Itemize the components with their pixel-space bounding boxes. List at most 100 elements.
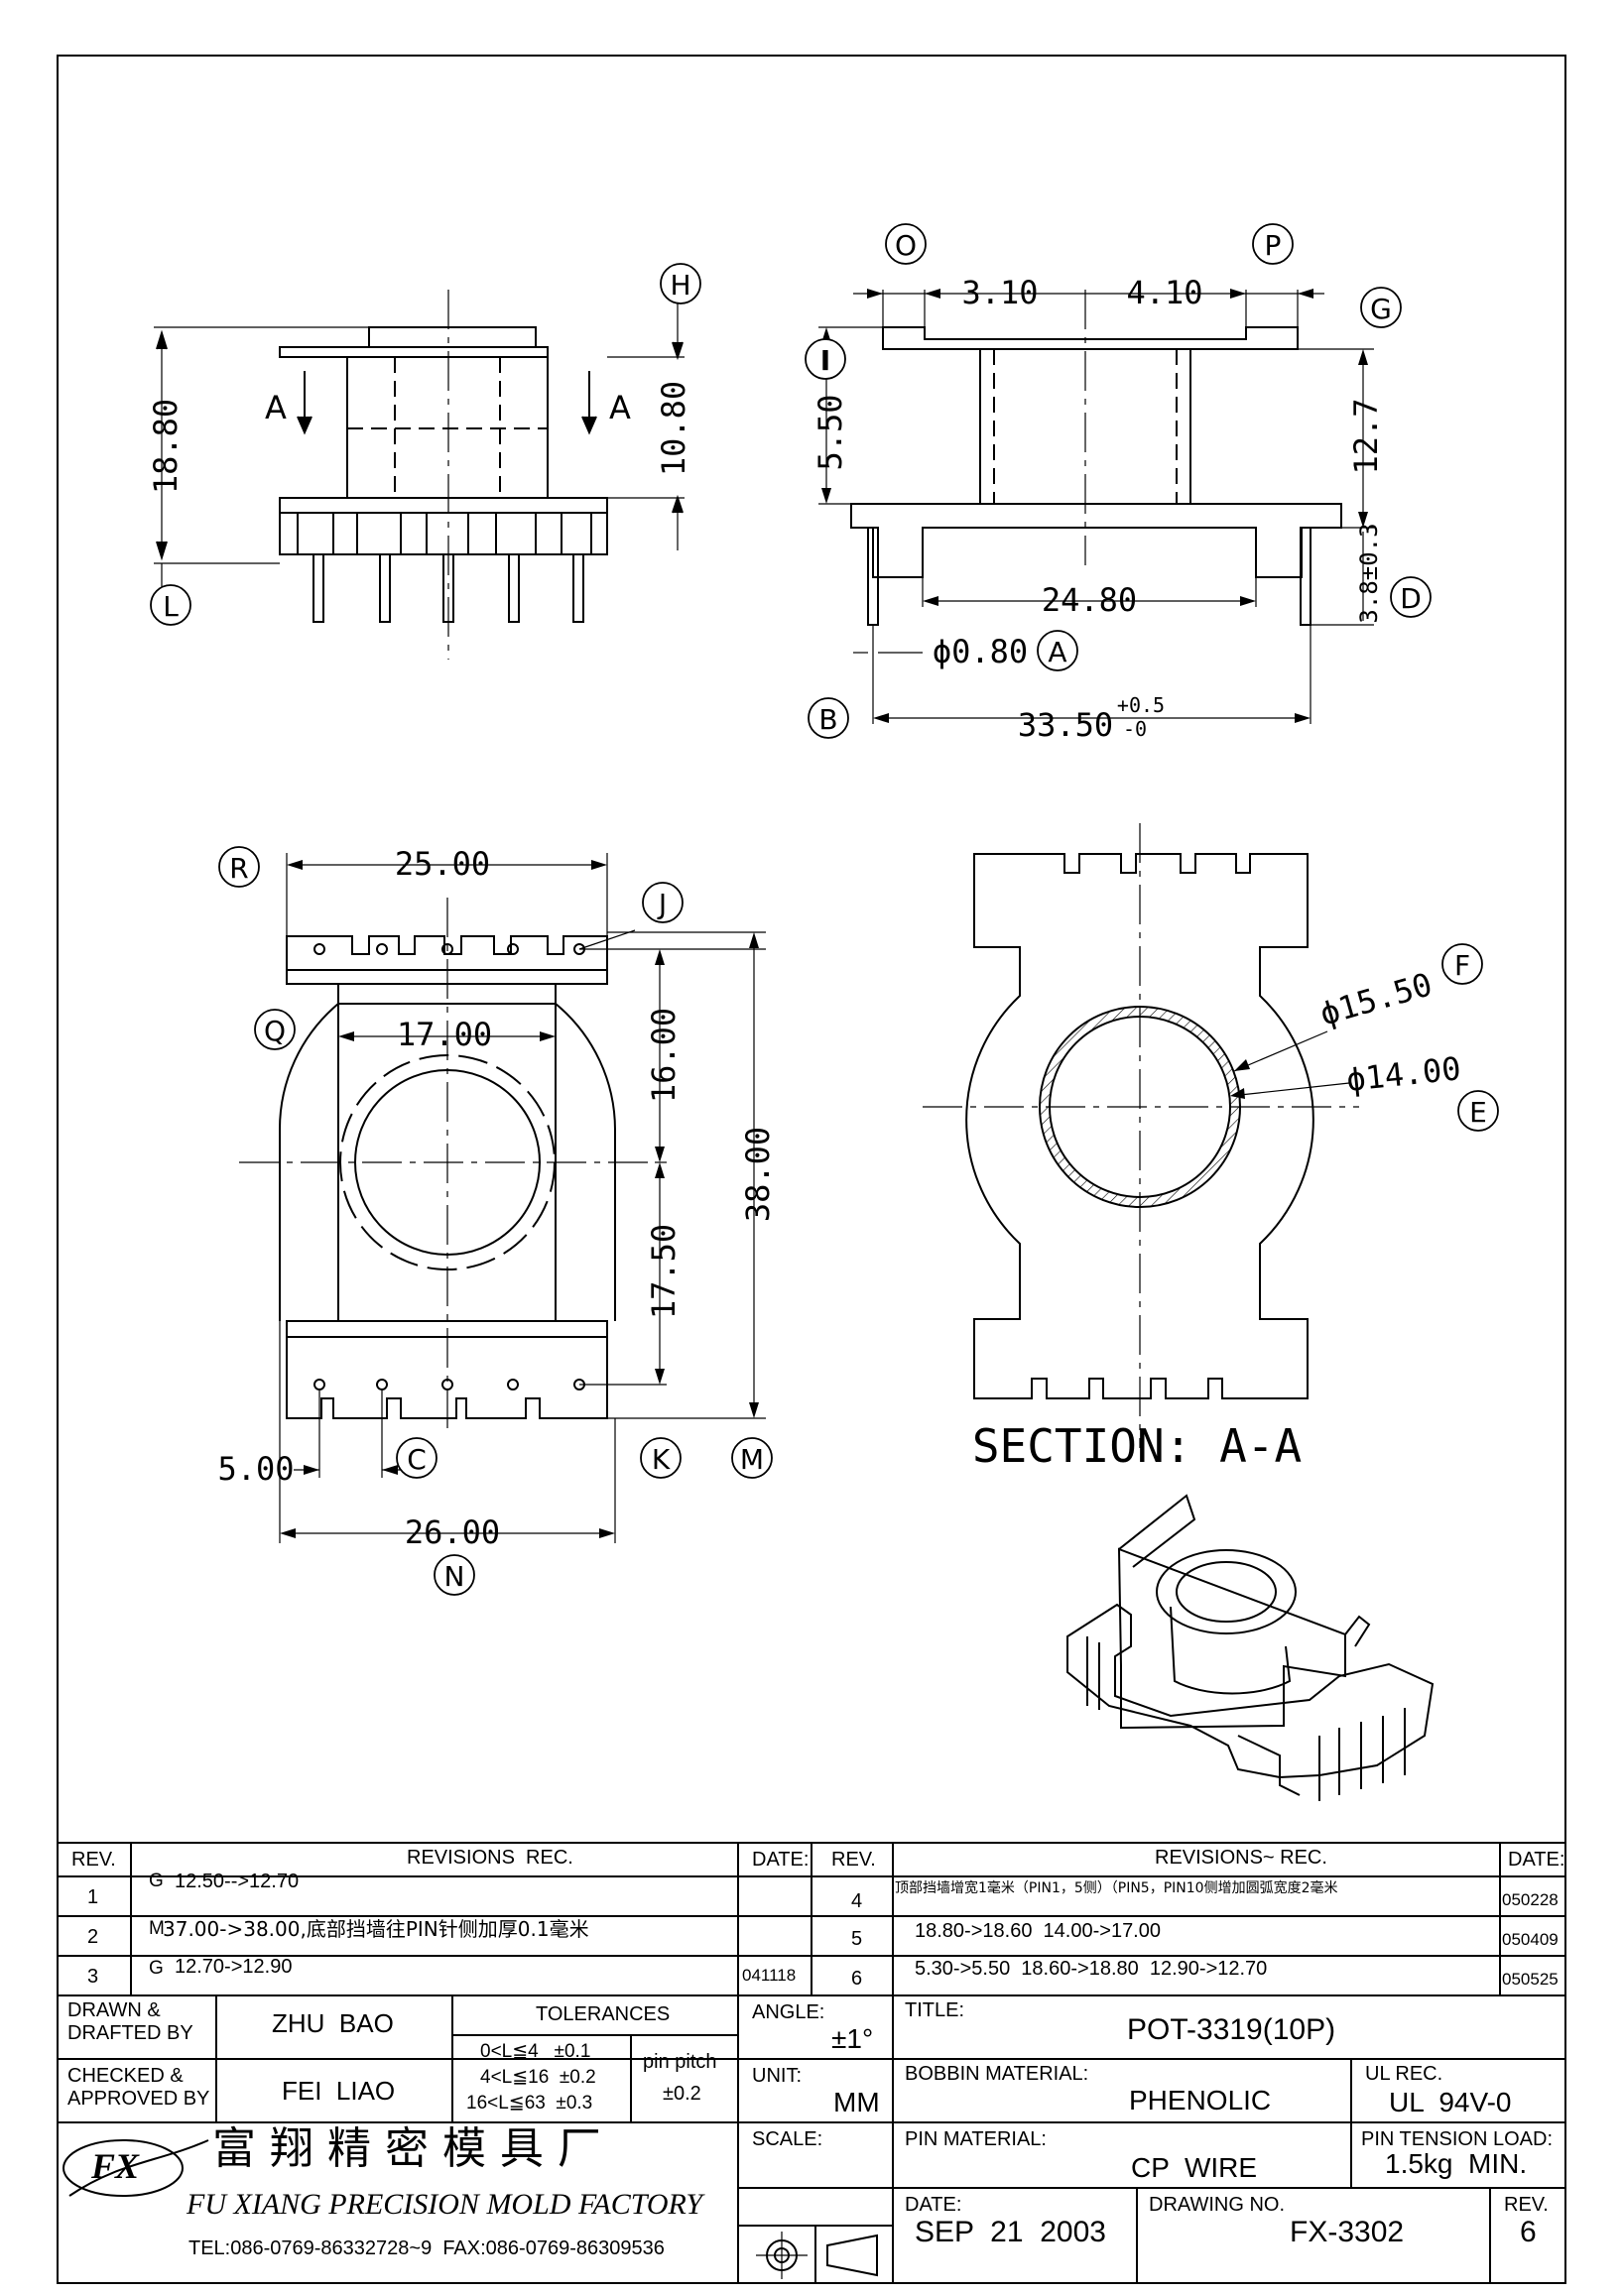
marker-g: G [1370, 293, 1392, 325]
angle-value: ±1° [831, 2023, 874, 2054]
title-block-lines [58, 1842, 1565, 2283]
dim-side-pin-dia: ϕ0.80 [933, 633, 1028, 670]
rev-header: REV. [71, 1849, 116, 1871]
bobbin-material-value: PHENOLIC [1129, 2085, 1272, 2115]
rec-header: REVISIONS REC. [407, 1847, 573, 1869]
rev-row-4-text: 顶部挡墙增宽1毫米（PIN1，5侧）（PIN5，PIN10侧增加圆弧宽度2毫米 [895, 1880, 1338, 1896]
marker-r: R [229, 852, 248, 885]
rev-label: REV. [1504, 2194, 1549, 2216]
rev-value: 6 [1520, 2216, 1537, 2248]
drawing-frame [57, 55, 1566, 2284]
front-view [154, 290, 685, 660]
title-label: TITLE: [905, 1999, 965, 2021]
angle-label: ANGLE: [752, 2001, 825, 2023]
top-view [239, 853, 766, 1543]
rev-row-6-text: 5.30->5.50 18.60->18.80 12.90->12.70 [915, 1958, 1268, 1980]
company-name-cn: 富 翔 精 密 模 具 厂 [212, 2123, 601, 2174]
dim-side-width-tol-minus: -0 [1123, 717, 1147, 741]
marker-c: C [407, 1443, 427, 1476]
drawing-no-value: FX-3302 [1290, 2216, 1405, 2248]
rev-row-4-date: 050228 [1502, 1890, 1559, 1909]
drawn-by: ZHU BAO [272, 2008, 394, 2038]
section-arrows [1230, 1059, 1250, 1099]
side-view [818, 290, 1374, 724]
rev-row-1-mark: G [149, 1871, 164, 1891]
checked-label: CHECKED & APPROVED BY [67, 2065, 210, 2110]
dim-side-height: 12.7 [1347, 398, 1385, 474]
dim-front-height: 18.80 [147, 399, 185, 494]
dim-front-inner: 10.80 [655, 381, 692, 476]
ul-rec-value: UL 94V-0 [1389, 2087, 1512, 2117]
rev-row-1-text: 12.50-->12.70 [175, 1871, 300, 1892]
marker-o: O [895, 229, 917, 262]
rev-row-6-number: 6 [851, 1968, 863, 1990]
date-value: SEP 21 2003 [915, 2216, 1106, 2248]
section-view [923, 823, 1359, 1448]
dim-top-upper: 16.00 [645, 1008, 683, 1103]
rev-row-3-mark: G [149, 1958, 164, 1979]
section-marker-right: A [609, 389, 631, 426]
rev-row-5-text: 18.80->18.60 14.00->17.00 [915, 1920, 1161, 1942]
dim-side-right: 4.10 [1126, 274, 1202, 311]
pin-tension-label: PIN TENSION LOAD: [1361, 2128, 1554, 2150]
title-value: POT-3319(10P) [1127, 2013, 1336, 2046]
marker-q: Q [264, 1015, 286, 1047]
dim-side-width-tol-plus: +0.5 [1117, 693, 1165, 717]
dim-top-pitch: 5.00 [217, 1450, 294, 1488]
rev-row-5-date: 050409 [1502, 1930, 1559, 1949]
rev-row-3-date: 041118 [742, 1966, 797, 1985]
date-label: DATE: [905, 2194, 962, 2216]
pin-material-value: CP WIRE [1131, 2152, 1258, 2183]
rev-row-6-date: 050525 [1502, 1970, 1559, 1989]
pin-pitch-tolerance: ±0.2 [663, 2083, 701, 2105]
company-name-en: FU XIANG PRECISION MOLD FACTORY [187, 2188, 703, 2221]
marker-e: E [1469, 1096, 1487, 1129]
logo-text: FX [91, 2146, 140, 2186]
marker-a: A [1048, 636, 1066, 668]
dim-side-width: 33.50 [1018, 706, 1113, 744]
dim-top-bottom: 26.00 [405, 1513, 500, 1551]
pin-pitch-label: pin pitch [643, 2051, 717, 2073]
marker-f: F [1454, 949, 1470, 982]
tolerance-row-2: 4<L≦16 ±0.2 [480, 2067, 596, 2088]
dim-side-flange: 5.50 [812, 394, 849, 470]
dim-side-left: 3.10 [961, 274, 1038, 311]
rev-row-2-text: 37.00->38.00,底部挡墙往PIN针侧加厚0.1毫米 [163, 1917, 589, 1941]
rev-row-3-number: 3 [87, 1966, 99, 1988]
scale-label: SCALE: [752, 2128, 823, 2150]
dim-top-total: 38.00 [739, 1127, 777, 1222]
drawing-no-label: DRAWING NO. [1149, 2194, 1286, 2216]
marker-h: H [670, 269, 690, 302]
marker-k: K [652, 1443, 671, 1476]
checked-by: FEI LIAO [282, 2076, 396, 2106]
marker-n: N [444, 1560, 465, 1593]
marker-p: P [1265, 229, 1282, 262]
bobbin-material-label: BOBBIN MATERIAL: [905, 2063, 1089, 2085]
dim-top-lower: 17.50 [645, 1224, 683, 1319]
dim-top-window: 17.00 [397, 1016, 492, 1053]
rev-row-4-number: 4 [851, 1890, 863, 1912]
date-header: DATE: [752, 1849, 810, 1871]
pin-tension-value: 1.5kg MIN. [1385, 2148, 1528, 2179]
date2-header: DATE: [1508, 1849, 1565, 1871]
isometric-view [1066, 1494, 1435, 1801]
pin-material-label: PIN MATERIAL: [905, 2128, 1047, 2150]
dim-top-width: 25.00 [395, 845, 490, 883]
dim-side-core: 24.80 [1042, 581, 1137, 619]
marker-l: L [163, 590, 179, 623]
top-view-arrows [280, 860, 759, 1538]
rev-row-1-number: 1 [87, 1886, 99, 1908]
section-marker-left: A [265, 389, 287, 426]
unit-value: MM [833, 2087, 880, 2117]
marker-i: I [820, 344, 830, 377]
ul-rec-label: UL REC. [1365, 2063, 1443, 2085]
dim-side-pin: 3.8±0.3 [1355, 523, 1383, 623]
rev-row-2-mark: M [149, 1918, 165, 1939]
marker-m: M [740, 1443, 764, 1476]
marker-j: J [657, 888, 667, 920]
rec2-header: REVISIONS~ REC. [1155, 1847, 1327, 1869]
marker-d: D [1400, 582, 1422, 615]
marker-b: B [818, 703, 837, 736]
